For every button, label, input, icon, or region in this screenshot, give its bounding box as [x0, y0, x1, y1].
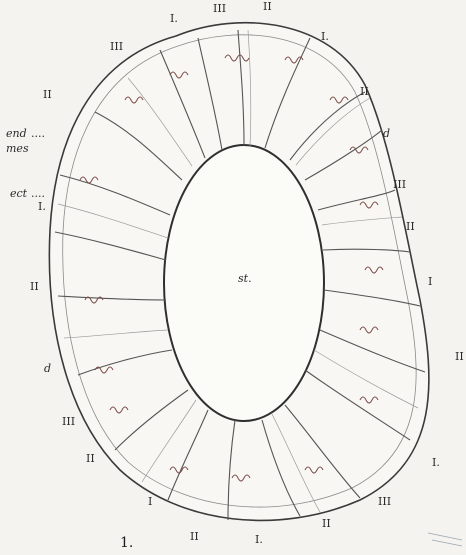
label-end: end — [6, 127, 27, 140]
label-III-upper-left: III — [110, 40, 123, 53]
label-II-upper-right: II — [360, 85, 369, 98]
label-I-bottom-left: I — [148, 495, 152, 508]
svg-text:....: .... — [31, 127, 45, 140]
label-II-far-right: II — [455, 350, 464, 363]
label-III-right: III — [393, 178, 406, 191]
label-I-left: I. — [38, 200, 46, 213]
label-III-lower-left: III — [62, 415, 75, 428]
label-I-lower-right: I. — [432, 456, 440, 469]
label-ect: ect — [10, 187, 28, 200]
label-II-bottom: II — [190, 530, 199, 543]
label-stomach: st. — [238, 272, 252, 285]
svg-text:....: .... — [31, 187, 45, 200]
label-II-lower-left: II — [86, 452, 95, 465]
label-II-right: II — [406, 220, 415, 233]
figure-number: 1. — [120, 535, 133, 551]
label-d-left: d — [44, 362, 51, 375]
label-III-top: III — [213, 2, 226, 15]
label-II-bottom-right: II — [322, 517, 331, 530]
label-mes: mes — [6, 142, 29, 155]
corner-smudge — [428, 533, 462, 546]
label-I-top-left: I. — [170, 12, 178, 25]
label-II-mid-left: II — [30, 280, 39, 293]
label-I-top-right: I. — [321, 30, 329, 43]
label-I-bottom: I. — [255, 533, 263, 546]
label-II-left: II — [43, 88, 52, 101]
label-II-top: II — [263, 0, 272, 13]
label-III-bottom-right: III — [378, 495, 391, 508]
label-I-right: I — [428, 275, 432, 288]
label-d-right: d — [383, 127, 390, 140]
